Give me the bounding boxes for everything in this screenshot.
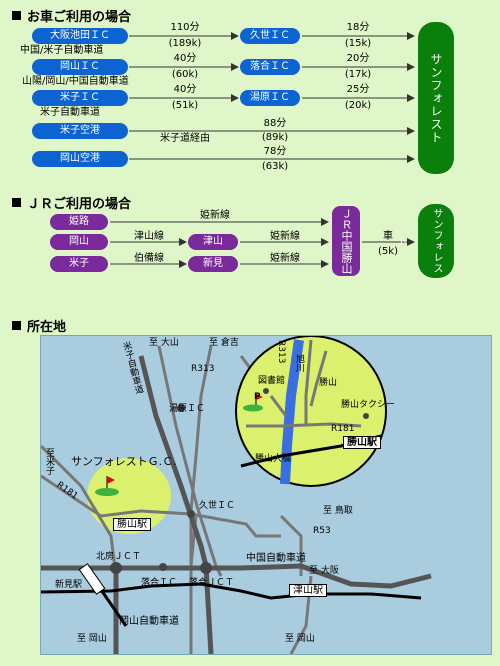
- via-label: 山陽/岡山/中国自動車道: [22, 76, 129, 87]
- time-label: 110分: [170, 22, 200, 33]
- square-bullet-icon: [12, 198, 21, 207]
- distance-label: (60k): [171, 69, 199, 80]
- label-to-tottori: 至 鳥取: [323, 506, 353, 516]
- car-label: 車: [383, 231, 393, 242]
- distance-label: (20k): [344, 100, 372, 111]
- label-to-osaka: 至 大阪: [309, 566, 339, 576]
- start-osaka-ikeda-ic: 大阪池田ＩＣ: [32, 28, 128, 44]
- label-sunforest-gc: サンフォレストＧ.Ｃ.: [71, 455, 177, 468]
- inset-label-katsuyama-bridge: 勝山大橋: [255, 454, 292, 464]
- label-kuse-ic: 久世ＩＣ: [199, 501, 236, 511]
- inset-label-parking: P: [254, 392, 261, 402]
- start-okayama-ic: 岡山ＩＣ: [32, 59, 128, 75]
- label-okayama-expressway: 岡山自動車道: [119, 616, 179, 627]
- label-ochiai-ic: 落合ＩＣ: [141, 578, 178, 588]
- square-bullet-icon: [12, 11, 21, 20]
- mid-niimi: 新見: [188, 256, 238, 272]
- line-label: 津山線: [134, 231, 164, 242]
- label-niimi-station: 新見駅: [55, 580, 83, 590]
- time-label: 20分: [346, 53, 370, 64]
- destination-sunforest-car: サンフォレスト: [418, 22, 454, 174]
- mid-ochiai-ic: 落合ＩＣ: [240, 59, 300, 75]
- label-to-okayama-2: 至 岡山: [285, 634, 315, 644]
- destination-sunforest-jr: サンフォレスト: [395, 204, 454, 278]
- car-section-header: お車ご利用の場合: [12, 6, 131, 25]
- line-label: 姫新線: [270, 231, 300, 242]
- inset-label-library: 図書館: [258, 376, 286, 386]
- line-label: 姫新線: [270, 253, 300, 264]
- distance-label: (15k): [344, 38, 372, 49]
- label-chugoku-expressway: 中国自動車道: [246, 553, 306, 564]
- distance-label: (5k): [378, 246, 398, 257]
- jr-chugoku-katsuyama-station: ＪＲ中国勝山: [332, 206, 360, 276]
- time-label: 18分: [346, 22, 370, 33]
- label-r53: R53: [313, 526, 331, 536]
- time-label: 78分: [263, 146, 287, 157]
- inset-label-taxi: 勝山タクシー: [341, 400, 396, 410]
- map-section-header: 所在地: [12, 316, 66, 335]
- distance-label: (51k): [171, 100, 199, 111]
- line-label: 伯備線: [134, 253, 164, 264]
- distance-label: (89k): [261, 132, 289, 143]
- inset-label-asahi-river: 旭川: [294, 354, 304, 372]
- route-arrows: [110, 32, 415, 268]
- start-himeji: 姫路: [50, 214, 108, 230]
- label-tsuyama-station: 津山駅: [289, 584, 327, 597]
- jr-section-header: ＪＲご利用の場合: [12, 193, 131, 212]
- square-bullet-icon: [12, 321, 21, 330]
- mid-kuse-ic: 久世ＩＣ: [240, 28, 300, 44]
- via-label: 米子道経由: [160, 133, 210, 144]
- mid-yubara-ic: 湯原ＩＣ: [240, 90, 300, 106]
- time-label: 40分: [173, 84, 197, 95]
- start-okayama-airport: 岡山空港: [32, 151, 128, 167]
- label-to-kurayoshi: 至 倉吉: [209, 338, 239, 348]
- label-kitafusa-jct: 北房ＪＣＴ: [96, 552, 142, 562]
- mid-tsuyama: 津山: [188, 234, 238, 250]
- inset-label-r313: R313: [276, 340, 286, 364]
- inset-label-katsuyama-station: 勝山駅: [343, 436, 381, 449]
- via-label: 中国/米子自動車道: [20, 45, 104, 56]
- start-yonago-airport: 米子空港: [32, 123, 128, 139]
- inset-label-katsuyama: 勝山: [319, 378, 338, 388]
- label-r313: R313: [191, 364, 215, 374]
- distance-label: (63k): [261, 161, 289, 172]
- label-yubara-ic: 湯原ＩＣ: [169, 404, 206, 414]
- label-to-okayama-1: 至 岡山: [77, 634, 107, 644]
- time-label: 88分: [263, 118, 287, 129]
- line-label: 姫新線: [200, 210, 230, 221]
- start-yonago: 米子: [50, 256, 108, 272]
- label-to-yonago: 至米子: [44, 448, 54, 475]
- via-label: 米子自動車道: [40, 107, 100, 118]
- start-yonago-ic: 米子ＩＣ: [32, 90, 128, 106]
- inset-label-r181: R181: [331, 424, 355, 434]
- start-okayama: 岡山: [50, 234, 108, 250]
- distance-label: (17k): [344, 69, 372, 80]
- label-ochiai-jct: 落合ＪＣＴ: [189, 578, 235, 588]
- label-katsuyama-station: 勝山駅: [113, 518, 151, 531]
- location-map: 至 大山 至 倉吉 R313 米子自動車道 湯原ＩＣ 至米子 R181 サンフォ…: [40, 335, 492, 655]
- time-label: 40分: [173, 53, 197, 64]
- distance-label: (189k): [168, 38, 202, 49]
- label-to-oyama: 至 大山: [149, 338, 179, 348]
- time-label: 25分: [346, 84, 370, 95]
